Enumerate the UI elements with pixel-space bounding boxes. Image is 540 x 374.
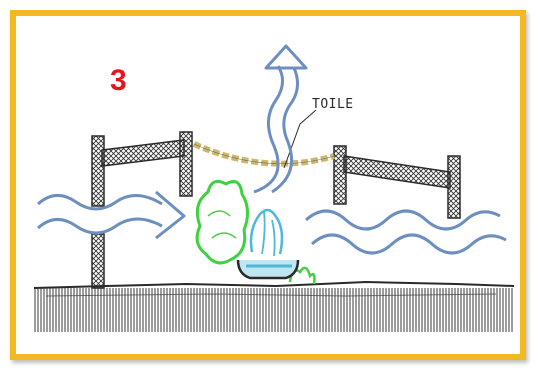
step-number: 3 xyxy=(110,66,127,96)
illustration-frame: TOILE 3 xyxy=(10,10,526,360)
ground xyxy=(34,282,514,332)
rising-air-arrow xyxy=(254,46,306,192)
canopy-label: TOILE xyxy=(312,97,354,112)
outgoing-wind-waves xyxy=(306,211,506,253)
canopy-toile xyxy=(194,144,334,164)
ventilation-sketch: TOILE xyxy=(16,16,520,354)
incoming-wind-arrow xyxy=(38,192,184,238)
right-structure xyxy=(334,146,460,218)
